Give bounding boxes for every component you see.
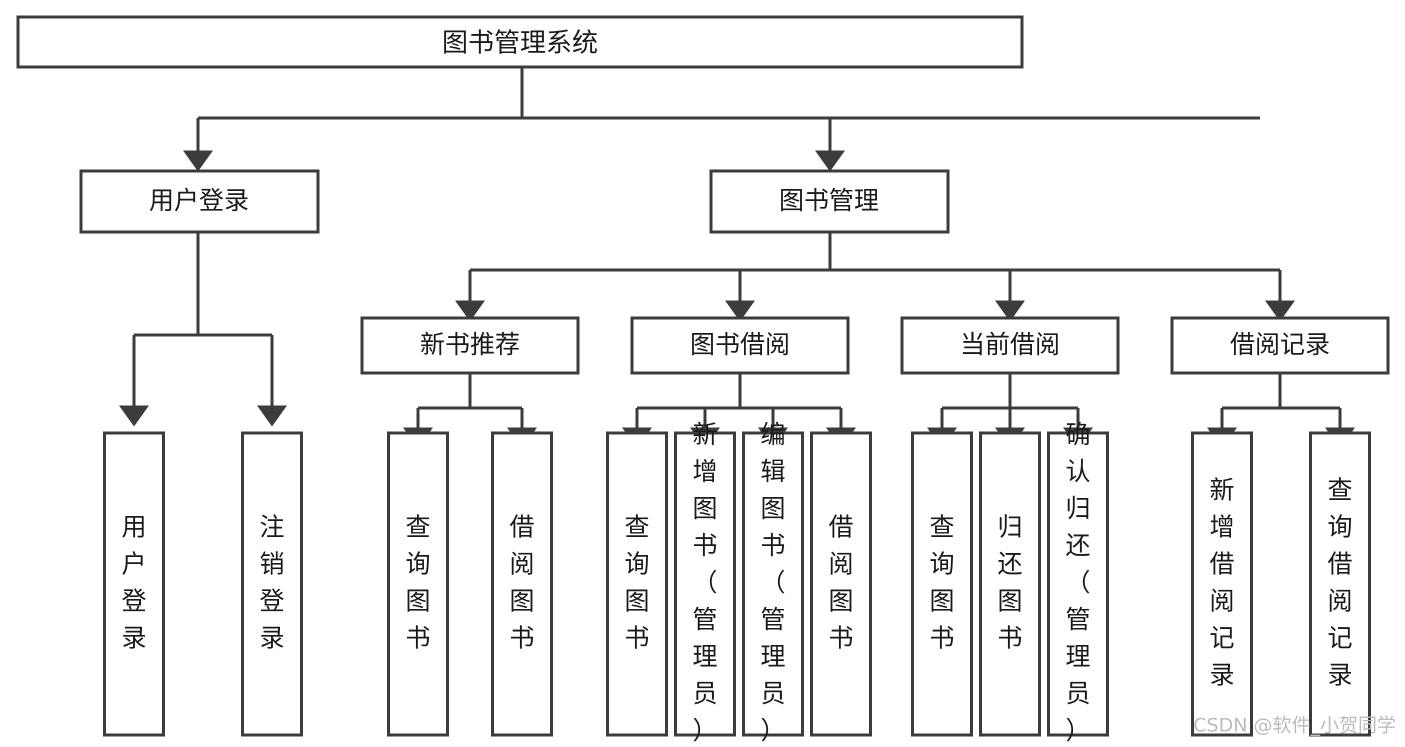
leaf-return-book[interactable]: 归还图书 <box>979 431 1041 737</box>
leaf-confirm-return-admin[interactable]: 确认归还（管理员） <box>1047 420 1109 745</box>
connector-newbook-to-leaves <box>403 373 537 449</box>
connector-bookborrow-to-leaves <box>622 373 856 449</box>
leaf-add-book-admin-label: 新增图书（管理员） <box>692 420 717 745</box>
node-root-label: 图书管理系统 <box>442 29 598 59</box>
leaf-query-borrow-record[interactable]: 查询借阅记录 <box>1309 431 1371 737</box>
node-new-book-recommend-label: 新书推荐 <box>420 330 520 359</box>
leaf-node-layer: 用户登录 注销登录 查询图书 借阅图书 查询图书 新增图书（管理员） 编辑图书（管理员） 借阅… <box>103 420 1371 745</box>
node-user-login-label: 用户登录 <box>149 186 249 215</box>
connector-userlogin-to-leaves <box>119 232 287 427</box>
leaf-edit-book-admin-label: 编辑图书（管理员） <box>760 420 785 745</box>
leaf-logout-login[interactable]: 注销登录 <box>241 431 303 737</box>
node-book-management-label: 图书管理 <box>779 186 879 215</box>
node-book-borrow[interactable]: 图书借阅 <box>630 316 850 375</box>
csdn-watermark: CSDN @软件_小贺同学 <box>1193 715 1396 737</box>
leaf-borrow-book[interactable]: 借阅图书 <box>810 431 872 737</box>
leaf-query-borrow-record-label: 查询借阅记录 <box>1327 476 1352 690</box>
node-borrow-record[interactable]: 借阅记录 <box>1170 316 1390 375</box>
node-book-management[interactable]: 图书管理 <box>709 169 950 234</box>
leaf-user-login-label: 用户登录 <box>121 513 146 653</box>
node-current-borrow-label: 当前借阅 <box>960 330 1060 359</box>
connector-bookmgmt-to-level3 <box>455 232 1295 322</box>
leaf-query-book-label: 查询图书 <box>405 513 430 653</box>
node-current-borrow[interactable]: 当前借阅 <box>900 316 1120 375</box>
leaf-add-borrow-record-label: 新增借阅记录 <box>1209 476 1234 690</box>
leaf-query-book[interactable]: 查询图书 <box>387 431 449 737</box>
leaf-query-book-label: 查询图书 <box>624 513 649 653</box>
leaf-borrow-book[interactable]: 借阅图书 <box>491 431 553 737</box>
node-borrow-record-label: 借阅记录 <box>1230 330 1330 359</box>
node-root-system[interactable]: 图书管理系统 <box>16 15 1024 69</box>
connector-root-to-level2 <box>183 67 1260 172</box>
leaf-query-book-label: 查询图书 <box>929 513 954 653</box>
leaf-borrow-book-label: 借阅图书 <box>509 513 534 653</box>
leaf-borrow-book-label: 借阅图书 <box>828 513 853 653</box>
leaf-add-borrow-record[interactable]: 新增借阅记录 <box>1191 431 1253 737</box>
leaf-add-book-admin[interactable]: 新增图书（管理员） <box>674 420 736 745</box>
leaf-edit-book-admin[interactable]: 编辑图书（管理员） <box>742 420 804 745</box>
connector-currentborrow-to-leaves <box>927 373 1093 449</box>
leaf-logout-login-label: 注销登录 <box>259 513 284 653</box>
node-user-login[interactable]: 用户登录 <box>79 169 320 234</box>
leaf-query-book[interactable]: 查询图书 <box>606 431 668 737</box>
node-book-borrow-label: 图书借阅 <box>690 330 790 359</box>
leaf-query-book[interactable]: 查询图书 <box>911 431 973 737</box>
connector-borrowrecord-to-leaves <box>1207 373 1355 449</box>
leaf-user-login[interactable]: 用户登录 <box>103 431 165 737</box>
leaf-confirm-return-admin-label: 确认归还（管理员） <box>1065 420 1090 745</box>
node-new-book-recommend[interactable]: 新书推荐 <box>360 316 580 375</box>
leaf-return-book-label: 归还图书 <box>997 513 1022 653</box>
